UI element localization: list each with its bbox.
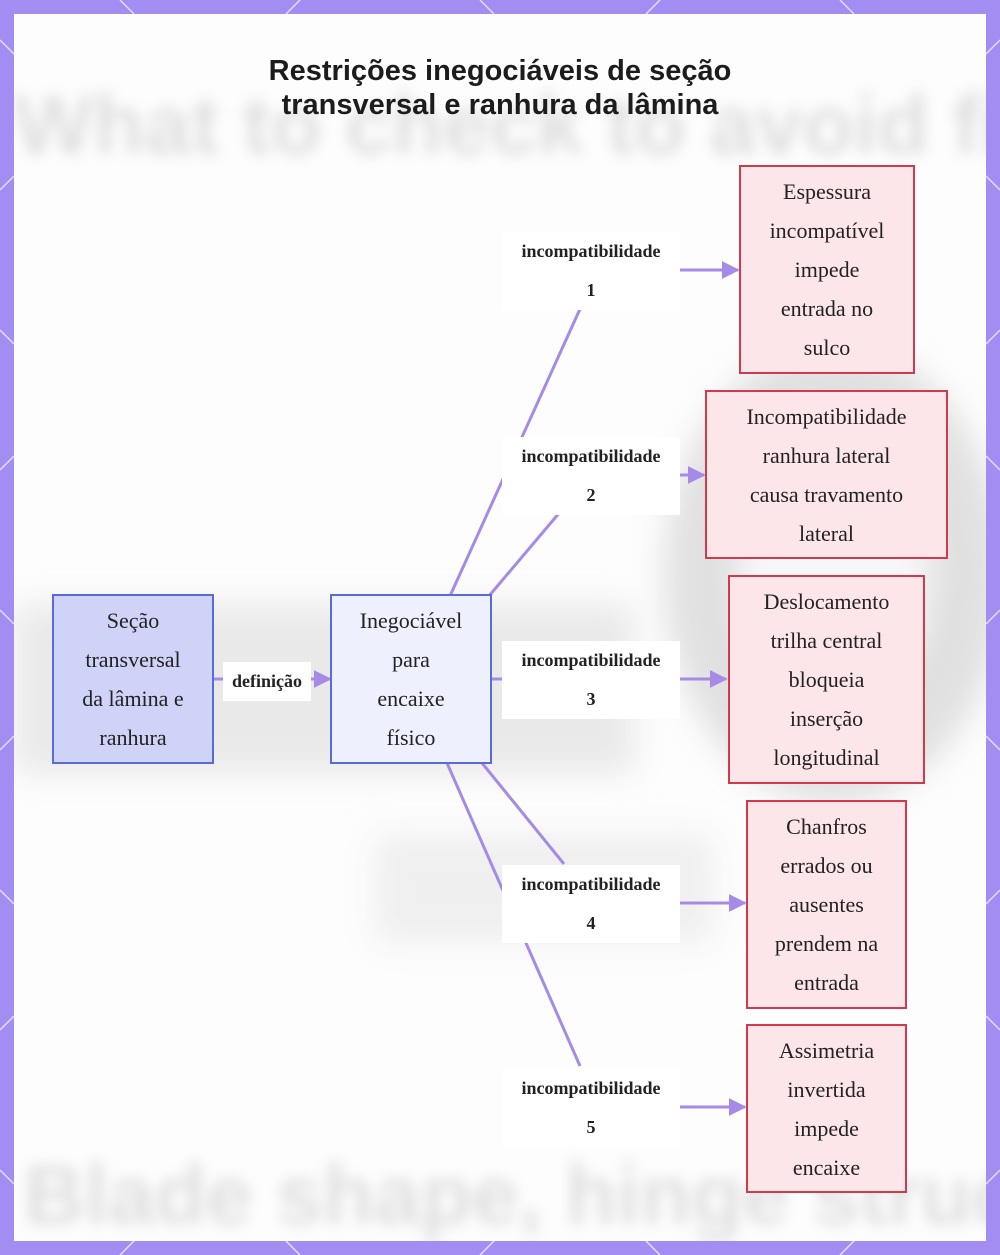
node-chamfer-errors: Chanfros errados ou ausentes prendem na … bbox=[746, 800, 907, 1009]
edge-label-mismatch-5: incompatibilidade 5 bbox=[502, 1069, 680, 1147]
edge-label-mismatch-4: incompatibilidade 4 bbox=[502, 865, 680, 943]
edge-label-definition: definição bbox=[223, 662, 311, 701]
edge-label-mismatch-1: incompatibilidade 1 bbox=[502, 232, 680, 310]
edge-2-in bbox=[487, 511, 562, 597]
background-top-text: What to check to avoid fit proble bbox=[14, 78, 986, 172]
node-thickness-mismatch: Espessura incompatível impede entrada no… bbox=[739, 165, 915, 374]
node-center-track-offset: Deslocamento trilha central bloqueia ins… bbox=[728, 575, 925, 784]
title-line-2: transversal e ranhura da lâmina bbox=[281, 89, 719, 121]
diagram-canvas: What to check to avoid fit proble Blade … bbox=[14, 14, 986, 1241]
node-blade-cross-section: Seção transversal da lâmina e ranhura bbox=[52, 594, 214, 764]
diagram-title: Restrições inegociáveis de seção transve… bbox=[14, 54, 986, 122]
title-line-1: Restrições inegociáveis de seção bbox=[268, 55, 732, 87]
node-side-groove-mismatch: Incompatibilidade ranhura lateral causa … bbox=[705, 390, 948, 559]
edge-label-mismatch-3: incompatibilidade 3 bbox=[502, 641, 680, 719]
node-non-negotiable-fit: Inegociável para encaixe físico bbox=[330, 594, 492, 764]
node-inverted-asymmetry: Assimetria invertida impede encaixe bbox=[746, 1024, 907, 1193]
edge-label-mismatch-2: incompatibilidade 2 bbox=[502, 437, 680, 515]
edge-4-in bbox=[480, 762, 566, 865]
